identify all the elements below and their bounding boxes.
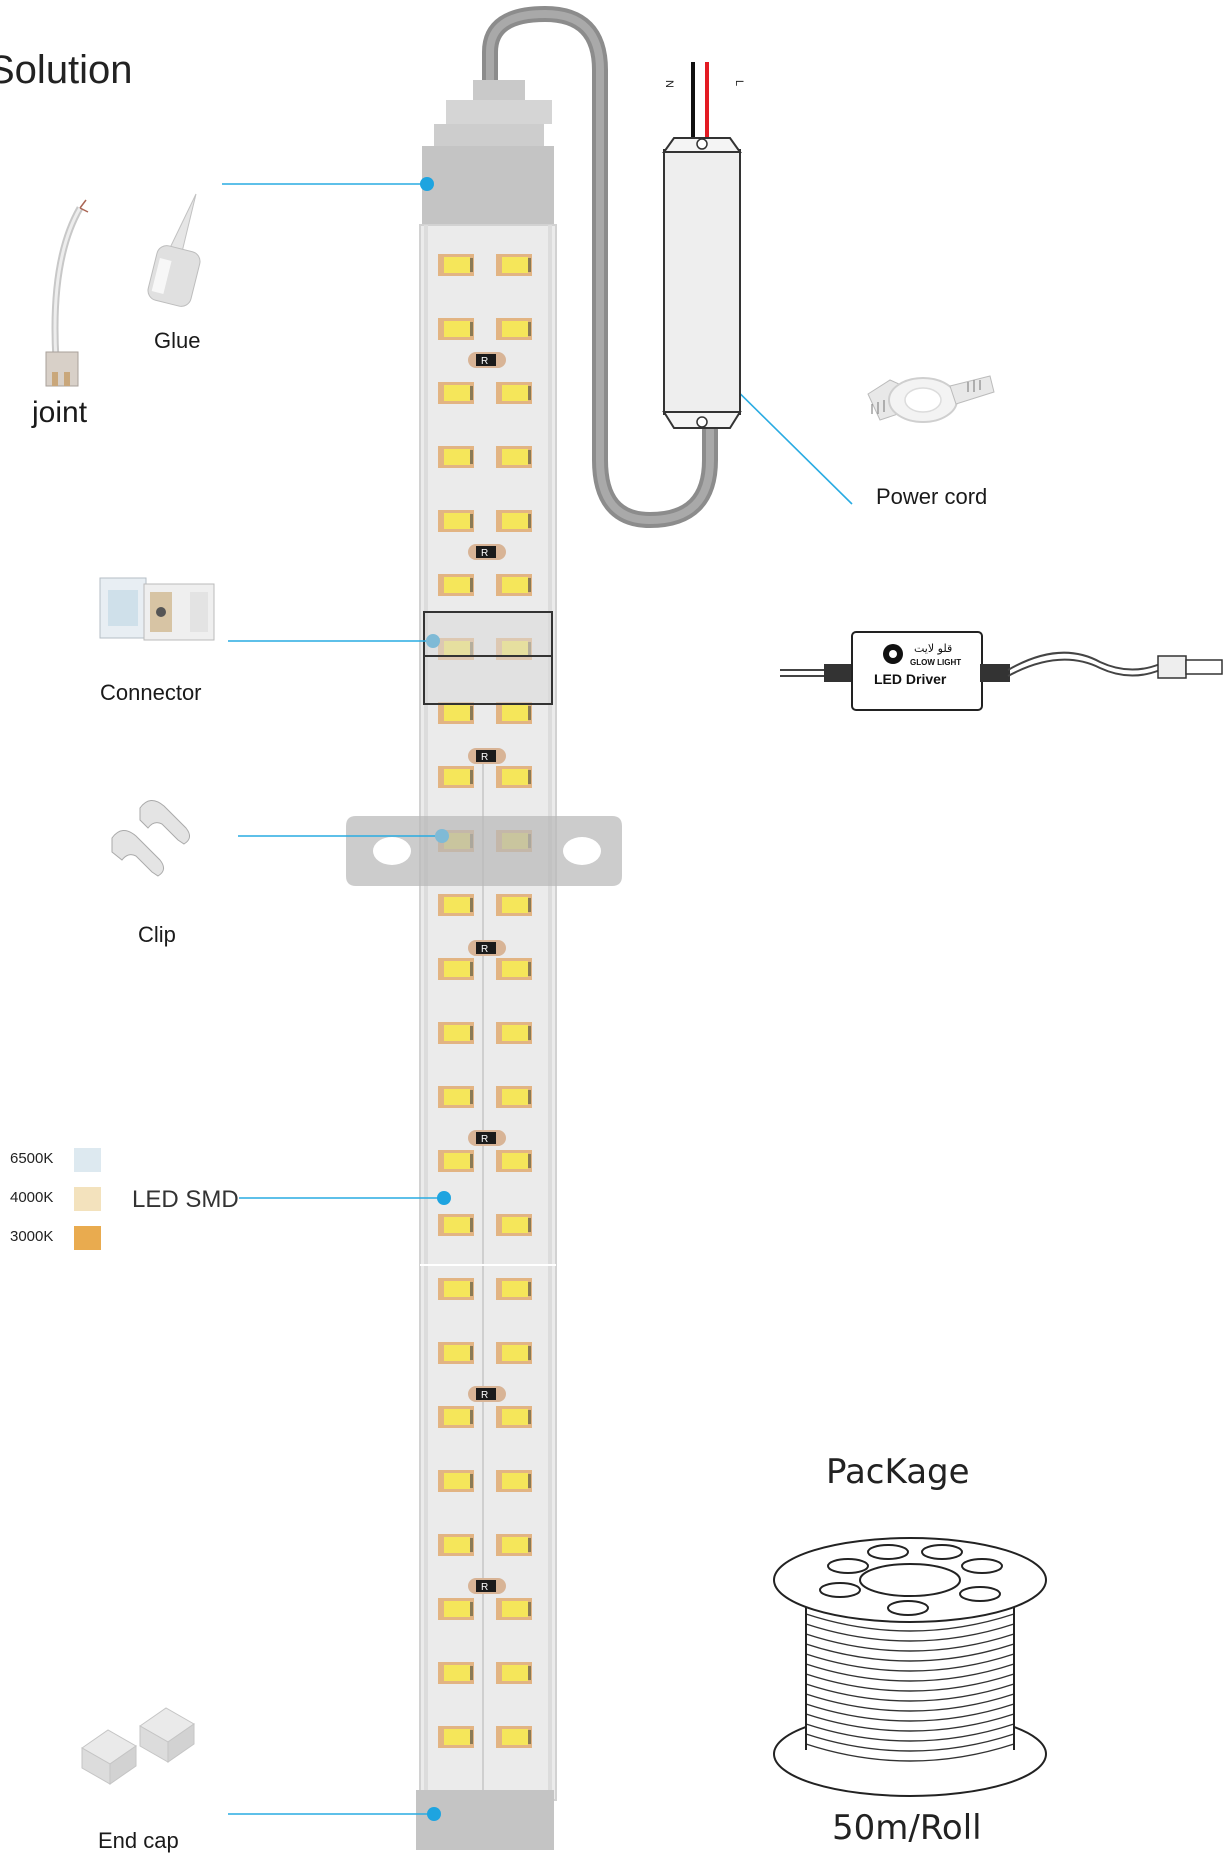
resistor-array: R R R R R R R [468, 352, 506, 1594]
led-smd-label: LED SMD [132, 1186, 239, 1213]
glue-label: Glue [154, 328, 201, 353]
resistor-label: R [481, 944, 488, 955]
resistor-label: R [481, 1134, 488, 1145]
wire-label-n: N [663, 80, 675, 88]
driver-label: LED Driver [874, 671, 947, 687]
resistor-label: R [481, 752, 488, 763]
power-supply: N L [662, 62, 745, 429]
resistor: R [468, 1130, 506, 1146]
resistor-label: R [481, 356, 488, 367]
glue-image [147, 193, 201, 307]
connector-bottom-half [423, 655, 553, 705]
clip-label: Clip [138, 922, 176, 947]
end-cap-image [81, 1707, 195, 1785]
page-title: Solution [0, 48, 133, 92]
ct-swatch-3000k [74, 1226, 101, 1250]
clip-overlay [346, 816, 622, 886]
joint-label: joint [32, 396, 88, 429]
callout-dots [420, 177, 714, 1821]
resistor: R [468, 1386, 506, 1402]
ct-swatch-6500k [74, 1148, 101, 1172]
ct-label-4000k: 4000K [10, 1189, 54, 1206]
connector-label: Connector [100, 680, 202, 705]
resistor-label: R [481, 1390, 488, 1401]
resistor-label: R [481, 1582, 488, 1593]
package-length: 50m/Roll [832, 1808, 982, 1848]
connector-image [99, 577, 215, 641]
wire-label-l: L [733, 80, 745, 86]
ct-label-3000k: 3000K [10, 1228, 54, 1245]
ct-label-6500k: 6500K [10, 1150, 54, 1167]
resistor: R [468, 544, 506, 560]
joint-image [45, 199, 89, 387]
power-cord-plug [867, 375, 995, 423]
led-driver: قلو لايت GLOW LIGHT LED Driver [780, 631, 1223, 711]
package-title: PacKage [826, 1452, 970, 1492]
ct-swatch-4000k [74, 1187, 101, 1211]
resistor: R [468, 352, 506, 368]
resistor-label: R [481, 548, 488, 559]
resistor: R [468, 748, 506, 764]
plug-collar [446, 100, 552, 124]
resistor: R [468, 1578, 506, 1594]
color-temperature-legend: 6500K 4000K 3000K [0, 1140, 110, 1260]
driver-brand-ar: قلو لايت [914, 642, 952, 655]
end-cap-label: End cap [98, 1828, 179, 1853]
power-cord-label: Power cord [876, 484, 988, 509]
resistor: R [468, 940, 506, 956]
top-cap [422, 146, 554, 234]
package-reel [773, 1537, 1047, 1797]
connector-top-half [423, 611, 553, 657]
bottom-end-cap [416, 1790, 554, 1850]
clip-image [111, 800, 190, 877]
driver-brand-en: GLOW LIGHT [910, 658, 961, 667]
